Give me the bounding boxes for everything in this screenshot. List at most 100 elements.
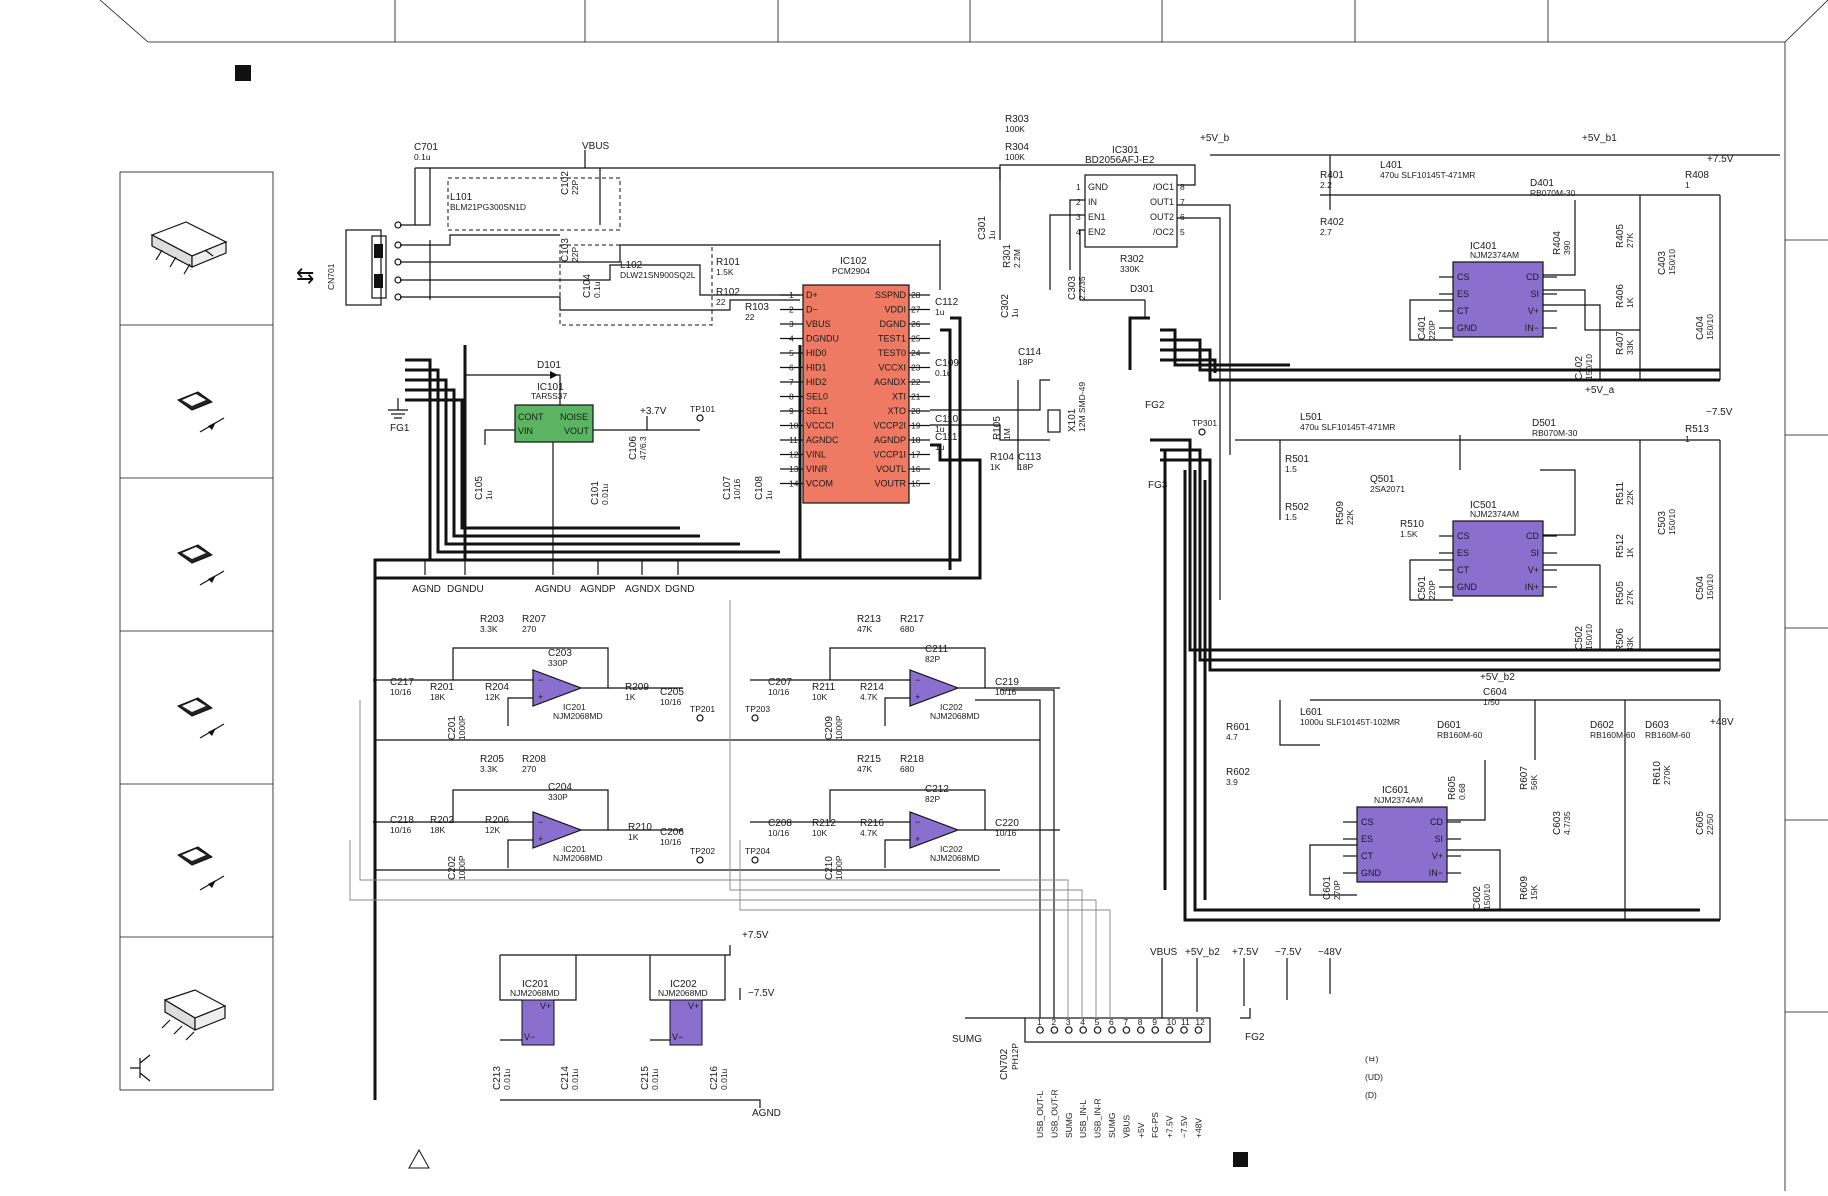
crystal-x101	[930, 379, 1061, 470]
part-c217-value: 10/16	[390, 687, 412, 697]
opamp-part: NJM2068MD	[553, 711, 603, 721]
part-l601-value: 1000u SLF10145T-102MR	[1300, 717, 1400, 727]
ic601-pin-4: CD	[1430, 817, 1443, 827]
cn702-rail-label: +7.5V	[1232, 947, 1259, 958]
opamp-input	[884, 697, 910, 726]
part-r502-value: 1.5	[1285, 512, 1297, 522]
testpoint-icon	[1198, 428, 1206, 436]
part-l102-ref: L102	[620, 260, 643, 271]
ic102-pin-num: 11	[789, 435, 798, 445]
part-d601-ref: D601	[1437, 720, 1461, 731]
ic102-pin-num: 8	[789, 392, 794, 402]
ic102-pin-num: 18	[911, 435, 921, 445]
ic102-pin-20: AGNDX	[874, 377, 906, 387]
ic102-pin-num: 21	[911, 392, 921, 402]
part-r605-value: 0.68	[1457, 783, 1467, 800]
cn702-pin-num: 8	[1138, 1017, 1143, 1027]
ic102-pcm2904: IC102 PCM2904 D+1D−2VBUS3DGNDU4HID05HID1…	[780, 256, 930, 504]
opamp-triangle-icon	[532, 669, 583, 707]
ic102-pin-12: VINR	[806, 464, 828, 474]
opamp-part: NJM2068MD	[553, 853, 603, 863]
cn702-pin-num: 12	[1195, 1017, 1205, 1027]
cn702-pin-icon	[1050, 1026, 1059, 1034]
part-r216-value: 4.7K	[860, 828, 878, 838]
v-plus-label: V+	[688, 1001, 699, 1011]
part-r607-value: 56K	[1529, 775, 1539, 790]
part-c113-value: 18P	[1018, 462, 1033, 472]
cn702-rail-label: −48V	[1318, 947, 1342, 958]
ic601-pin-1: ES	[1361, 834, 1373, 844]
part-c403-ref: C403	[1657, 251, 1668, 275]
ic301-part: BD2056AFJ-E2	[1085, 155, 1155, 166]
part-c211-value: 82P	[925, 654, 940, 664]
ic601-ref: IC601	[1382, 785, 1409, 796]
part-c208-value: 10/16	[768, 828, 790, 838]
power-rails: +5V_b +5V_b1 +7.5V +5V_a −7.5V +5V_b2 +4…	[582, 133, 1780, 999]
part-r303-ref: R303	[1005, 114, 1029, 125]
v-minus-label: V−	[524, 1032, 535, 1042]
part-r502-ref: R502	[1285, 502, 1309, 513]
cn702-pin-icon	[1151, 1026, 1160, 1034]
testpoint-icon	[696, 714, 704, 722]
ic102-pin-num: 12	[789, 450, 799, 460]
part-r201-ref: R201	[430, 682, 454, 693]
part-r207-value: 270	[522, 624, 536, 634]
part-r602-ref: R602	[1226, 767, 1250, 778]
ic101-ref: IC101	[537, 382, 564, 393]
part-r505-ref: R505	[1615, 581, 1626, 605]
part-r206-value: 12K	[485, 825, 500, 835]
part-r506-ref: R506	[1615, 628, 1626, 652]
opamp-power-ic202: IC202 NJM2068MD V+ V−	[658, 979, 708, 1046]
part-r210-value: 1K	[628, 832, 639, 842]
opamp-ref: IC202	[940, 844, 963, 854]
ic102-pin-num: 20	[911, 406, 921, 416]
testpoint-icon	[696, 414, 704, 422]
part-r103-ref: R103	[745, 302, 769, 313]
cn702-pin-num: 6	[1109, 1017, 1114, 1027]
ic102-pin-17: TEST1	[878, 334, 906, 344]
bottom-marker-icon	[1233, 1152, 1248, 1167]
v-plus-label: V+	[540, 1001, 551, 1011]
cn702-pin-icon	[1079, 1026, 1088, 1034]
part-q501-value: 2SA2071	[1370, 484, 1405, 494]
cn702-pin-icon	[1108, 1026, 1116, 1034]
ic102-pin-num: 28	[911, 290, 921, 300]
part-r217-value: 680	[900, 624, 914, 634]
part-c202-ref: C202	[447, 856, 458, 880]
part-c110-value: 1u	[935, 424, 945, 434]
opamp-triangle-icon	[909, 811, 960, 849]
part-c403-value: 150/10	[1667, 249, 1677, 275]
part-r201-value: 18K	[430, 692, 445, 702]
part-c404-value: 150/10	[1705, 314, 1715, 340]
part-r101-value: 1.5K	[716, 267, 734, 277]
opamp-minus: −	[915, 817, 920, 827]
cn702-ref: CN702	[999, 1048, 1010, 1080]
cn702-pin-10: −7.5V	[1179, 1115, 1189, 1138]
part-c105-value: 1u	[484, 490, 494, 500]
testpoint-label: TP203	[745, 704, 770, 714]
part-c207-value: 10/16	[768, 687, 790, 697]
cn702-rail-label: VBUS	[1150, 947, 1178, 958]
part-c216-value: 0.01u	[719, 1068, 729, 1090]
part-c104-value: 0.1u	[592, 281, 602, 298]
part-r510-value: 1.5K	[1400, 529, 1418, 539]
part-c601-ref: C601	[1322, 876, 1333, 900]
part-c301-ref: C301	[977, 216, 988, 240]
opamp-part: NJM2068MD	[930, 711, 980, 721]
ic102-pin-num: 13	[789, 464, 799, 474]
legend-item: (UD)	[1365, 1072, 1383, 1082]
part-r204-ref: R204	[485, 682, 509, 693]
ic102-pin-4: HID0	[806, 348, 827, 358]
diode-package-icon	[176, 391, 225, 433]
part-c101-value: 0.01u	[600, 483, 610, 505]
part-r301-ref: R301	[1002, 244, 1013, 268]
opamp-plus: +	[915, 834, 920, 844]
part-c103-value: 22P	[570, 247, 580, 262]
part-r402-value: 2.7	[1320, 227, 1332, 237]
ic102-pin-25: VCCP1I	[873, 450, 906, 460]
corner-marker-icon	[235, 65, 251, 81]
part-c214-ref: C214	[560, 1066, 571, 1090]
